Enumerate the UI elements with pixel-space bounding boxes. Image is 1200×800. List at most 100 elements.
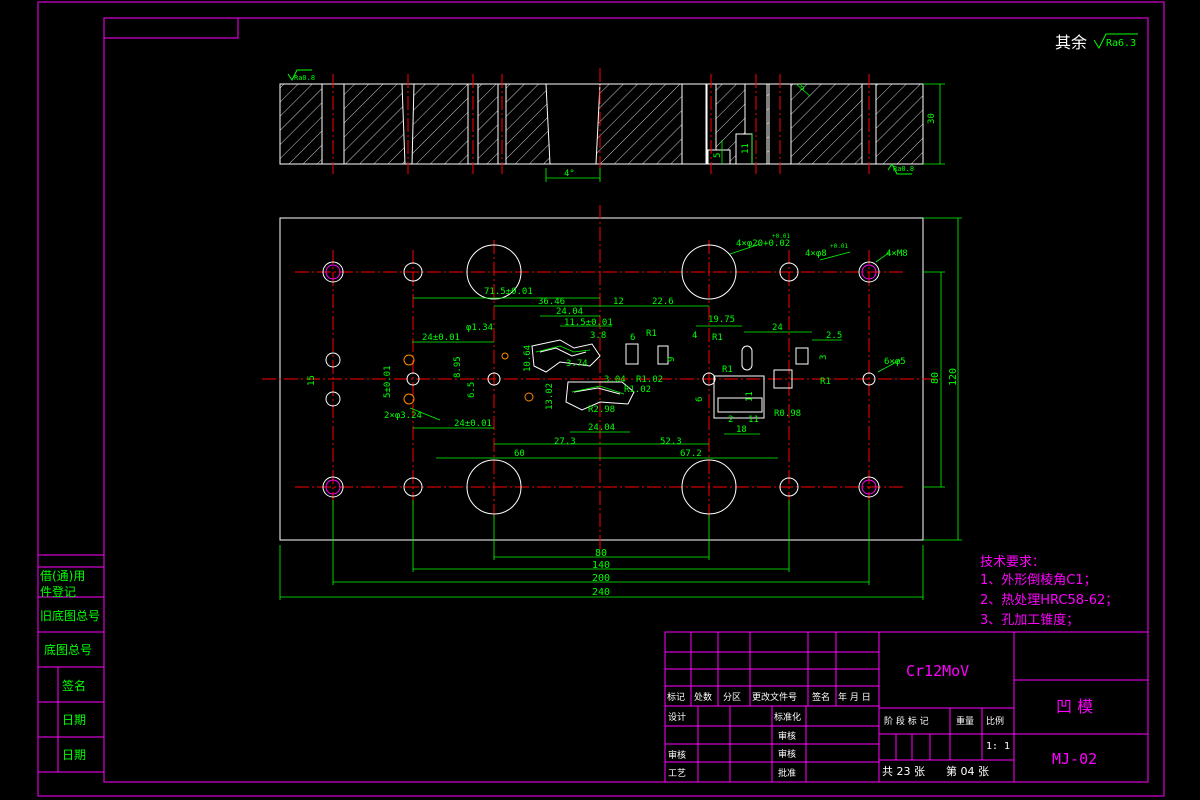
dim-18: 18 [736, 425, 747, 435]
callout-tiny: 2×φ3.24 [384, 411, 422, 421]
small-hole [487, 372, 501, 386]
dim-52-3: 52.3 [660, 437, 682, 447]
callout-pin-tol: +0.01 [830, 243, 848, 250]
dim-6b: 6 [695, 397, 705, 402]
sheets-total: 共 23 张 [882, 765, 925, 778]
pin-hole [779, 477, 799, 497]
dim-19-75: 19.75 [708, 315, 735, 325]
dim-67-2: 67.2 [680, 449, 702, 459]
drawing-frame [37, 1, 1165, 797]
small-hole [702, 372, 716, 386]
small-hole [862, 372, 876, 386]
guide-hole [681, 459, 737, 515]
dim-r1-c: R1 [722, 365, 733, 375]
section-slot [707, 149, 731, 165]
section-die-opening [545, 83, 601, 165]
small-hole [406, 372, 420, 386]
row-label: 审核 [778, 730, 796, 742]
dim-5-left: 5±0.01 [383, 365, 393, 398]
dim-24-left-top: 24±0.01 [422, 333, 460, 343]
row-label: 标准化 [774, 711, 801, 723]
strip-label: 借(通)用 [40, 569, 85, 583]
row-label: 批准 [778, 767, 796, 779]
dim-4: 4 [692, 331, 697, 341]
top-roughness: Ra0.8 [294, 74, 315, 82]
default-roughness: 其余 Ra6.3 [1055, 33, 1138, 52]
dim-24-left-bot: 24±0.01 [454, 419, 492, 429]
plan-view: 80 140 200 240 80 120 4×φ20+0.02 +0.01 4… [262, 205, 962, 600]
row-label: 审核 [668, 749, 686, 761]
title-block [664, 631, 1149, 783]
dim-2-5: 2.5 [826, 331, 842, 341]
punch-profiles [531, 339, 809, 419]
dim-r0-98: R0.98 [774, 409, 801, 419]
dim-24-right: 24 [772, 323, 783, 333]
tech-item: 1、外形倒棱角C1； [980, 572, 1097, 588]
stage-header: 阶 段 标 记 [884, 715, 929, 727]
sheet-no: 第 04 张 [946, 764, 989, 778]
tech-item: 3、孔加工锥度； [980, 612, 1079, 628]
part-name: 凹 模 [1056, 697, 1093, 716]
section-body [279, 83, 924, 165]
dim-r1-d: R1 [820, 377, 831, 387]
dim-24-04-bot: 24.04 [588, 423, 615, 433]
rev-header: 年 月 日 [838, 691, 871, 703]
strip-label: 底图总号 [44, 642, 92, 657]
dim-27-3: 27.3 [554, 437, 576, 447]
dim-r1-a: R1 [646, 329, 657, 339]
screw-hole [858, 261, 880, 283]
scale: 1: 1 [986, 741, 1010, 752]
dim-36-46: 36.46 [538, 297, 565, 307]
callout-big-tol: +0.01 [772, 233, 790, 240]
dim-71-5: 71.5±0.01 [484, 287, 533, 297]
strip-label: 件登记 [40, 584, 76, 599]
pin-hole [403, 262, 423, 282]
callout-pin-holes: 4×φ8 [805, 249, 827, 259]
rev-header: 处数 [694, 691, 712, 703]
callout-big-holes: 4×φ20+0.02 [736, 239, 790, 249]
dim-24-04-top: 24.04 [556, 307, 583, 317]
rev-header: 签名 [812, 691, 830, 703]
strip-label: 日期 [62, 748, 86, 762]
dim-60: 60 [514, 449, 525, 459]
strip-label: 日期 [62, 713, 86, 727]
roughness-value: Ra6.3 [1106, 38, 1136, 49]
row-label: 设计 [668, 711, 686, 723]
dim-12: 12 [613, 297, 624, 307]
dim-slot-depth: 5 [713, 153, 723, 158]
pin-hole [403, 477, 423, 497]
dim-13-02: 13.02 [545, 383, 555, 410]
dim-9: 9 [667, 357, 677, 362]
dim-3: 3 [819, 355, 829, 360]
dim-240: 240 [592, 587, 610, 598]
dim-10-64: 10.64 [523, 345, 533, 372]
rev-header: 更改文件号 [752, 691, 797, 703]
screw-hole [322, 476, 344, 498]
tech-item: 2、热处理HRC58-62； [980, 593, 1118, 608]
dim-slot-height: 11 [741, 143, 751, 154]
dim-phi-1-34: φ1.34 [466, 323, 493, 333]
guide-hole [466, 244, 522, 300]
dim-11: 11 [748, 415, 759, 425]
dim-h120: 120 [948, 368, 959, 386]
section-hole [681, 83, 707, 165]
rev-header: 分区 [723, 692, 741, 703]
dim-3-04: 3.04 [604, 375, 626, 385]
drawing-no: MJ-02 [1052, 750, 1097, 768]
dim-h80: 80 [930, 372, 941, 384]
stage-header: 比例 [986, 715, 1004, 727]
dim-11-5: 11.5±0.01 [564, 318, 613, 328]
stage-header: 重量 [956, 715, 974, 727]
left-strip [38, 554, 104, 773]
callout-small: 6×φ5 [884, 357, 906, 367]
screw-hole [858, 476, 880, 498]
small-hole [325, 352, 341, 368]
dim-22-6: 22.6 [652, 297, 674, 307]
strip-label: 旧底图总号 [40, 608, 100, 623]
row-label: 工艺 [668, 768, 686, 779]
dim-15: 15 [307, 375, 317, 386]
code-box [103, 17, 239, 39]
row-label: 审核 [778, 748, 796, 760]
dim-8-95: 8.95 [453, 356, 463, 378]
